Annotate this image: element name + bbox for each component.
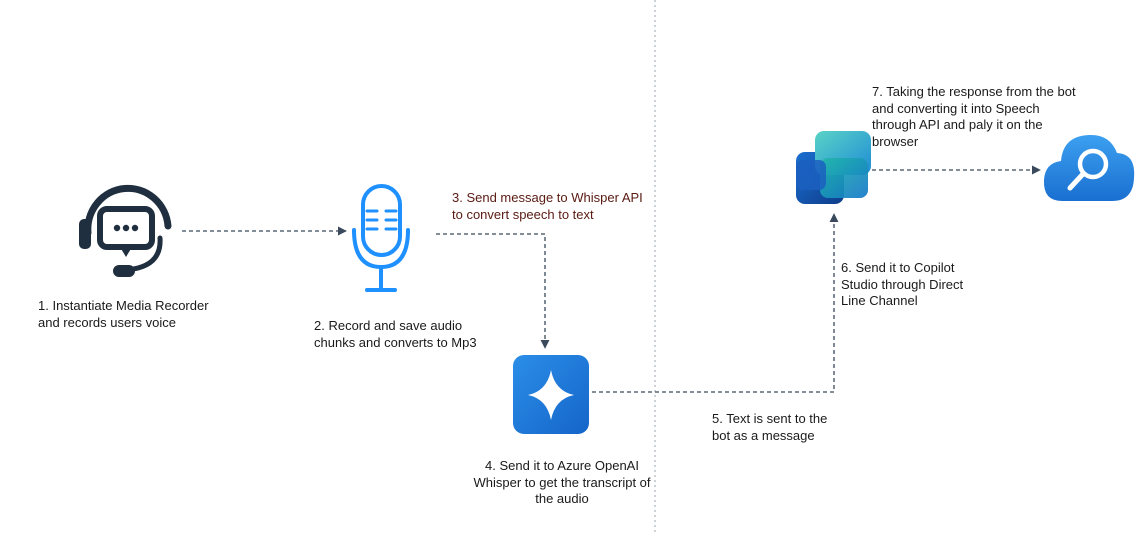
- step-6-label: 6. Send it to Copilot Studio through Dir…: [841, 260, 964, 308]
- step-5-label: 5. Text is sent to the bot as a message: [712, 411, 828, 443]
- copilot-studio-icon: [796, 131, 871, 204]
- microphone-icon: [352, 184, 410, 292]
- step-7-label: 7. Taking the response from the bot and …: [872, 84, 1076, 149]
- connector-4-to-6: [592, 213, 839, 393]
- connector-2-to-4: [436, 233, 550, 349]
- cloud-search-icon: [1043, 134, 1135, 201]
- step-2-label: 2. Record and save audio chunks and conv…: [314, 318, 477, 350]
- headset-agent-icon: [79, 184, 172, 277]
- step-4-label: 4. Send it to Azure OpenAI Whisper to ge…: [473, 458, 651, 506]
- step-1-label: 1. Instantiate Media Recorder and record…: [38, 298, 209, 330]
- azure-openai-icon: [513, 355, 589, 434]
- step-3-label: 3. Send message to Whisper API to conver…: [452, 190, 643, 222]
